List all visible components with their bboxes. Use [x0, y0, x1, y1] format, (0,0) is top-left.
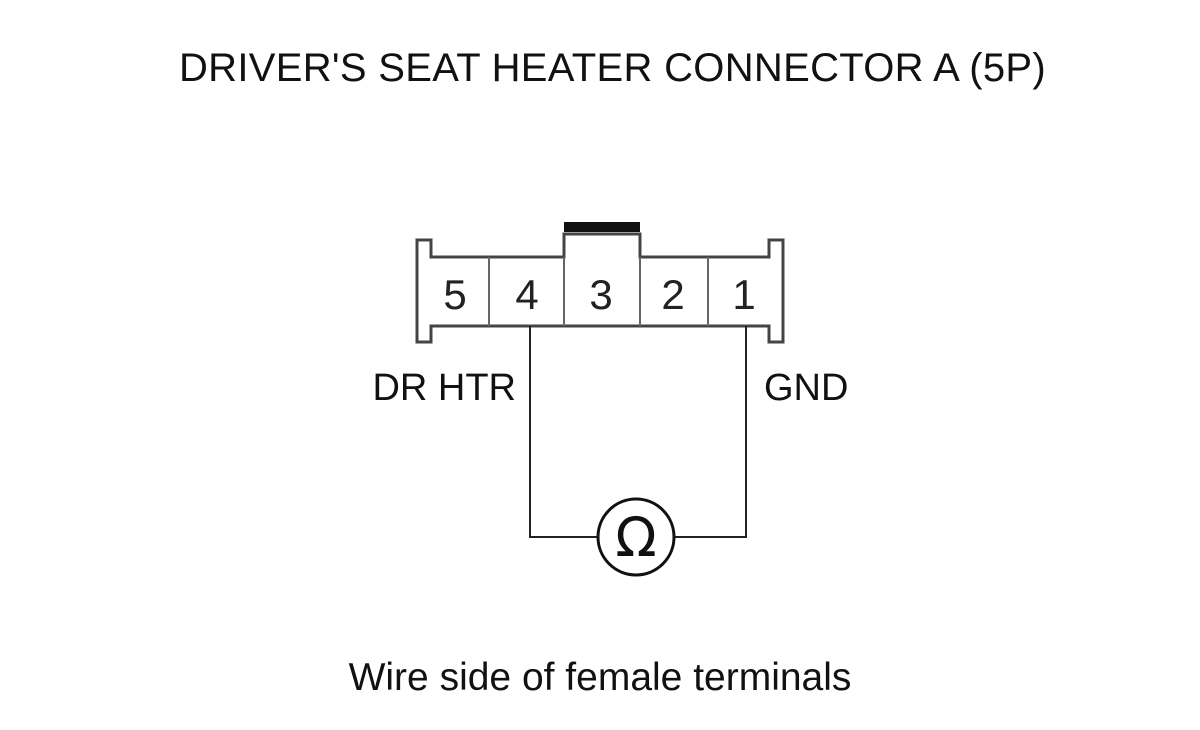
- label-gnd: GND: [764, 367, 848, 409]
- wire-pin-1: [675, 326, 747, 538]
- pin-number-4: 4: [515, 271, 538, 318]
- pin-number-2: 2: [661, 271, 684, 318]
- connector-lock-tab: [564, 222, 640, 232]
- connector-housing: [415, 232, 785, 344]
- pin-number-1: 1: [732, 271, 755, 318]
- pin-cells: [488, 257, 709, 326]
- wire-pin-4: [529, 326, 598, 538]
- label-dr-htr: DR HTR: [372, 367, 516, 409]
- diagram-caption: Wire side of female terminals: [348, 656, 852, 699]
- pin-number-5: 5: [443, 271, 466, 318]
- ohm-symbol: Ω: [615, 506, 656, 569]
- ohmmeter-icon: Ω: [596, 497, 676, 577]
- diagram-title: DRIVER'S SEAT HEATER CONNECTOR A (5P): [178, 46, 1047, 90]
- test-circuit: [529, 326, 747, 538]
- pin-number-3: 3: [589, 271, 612, 318]
